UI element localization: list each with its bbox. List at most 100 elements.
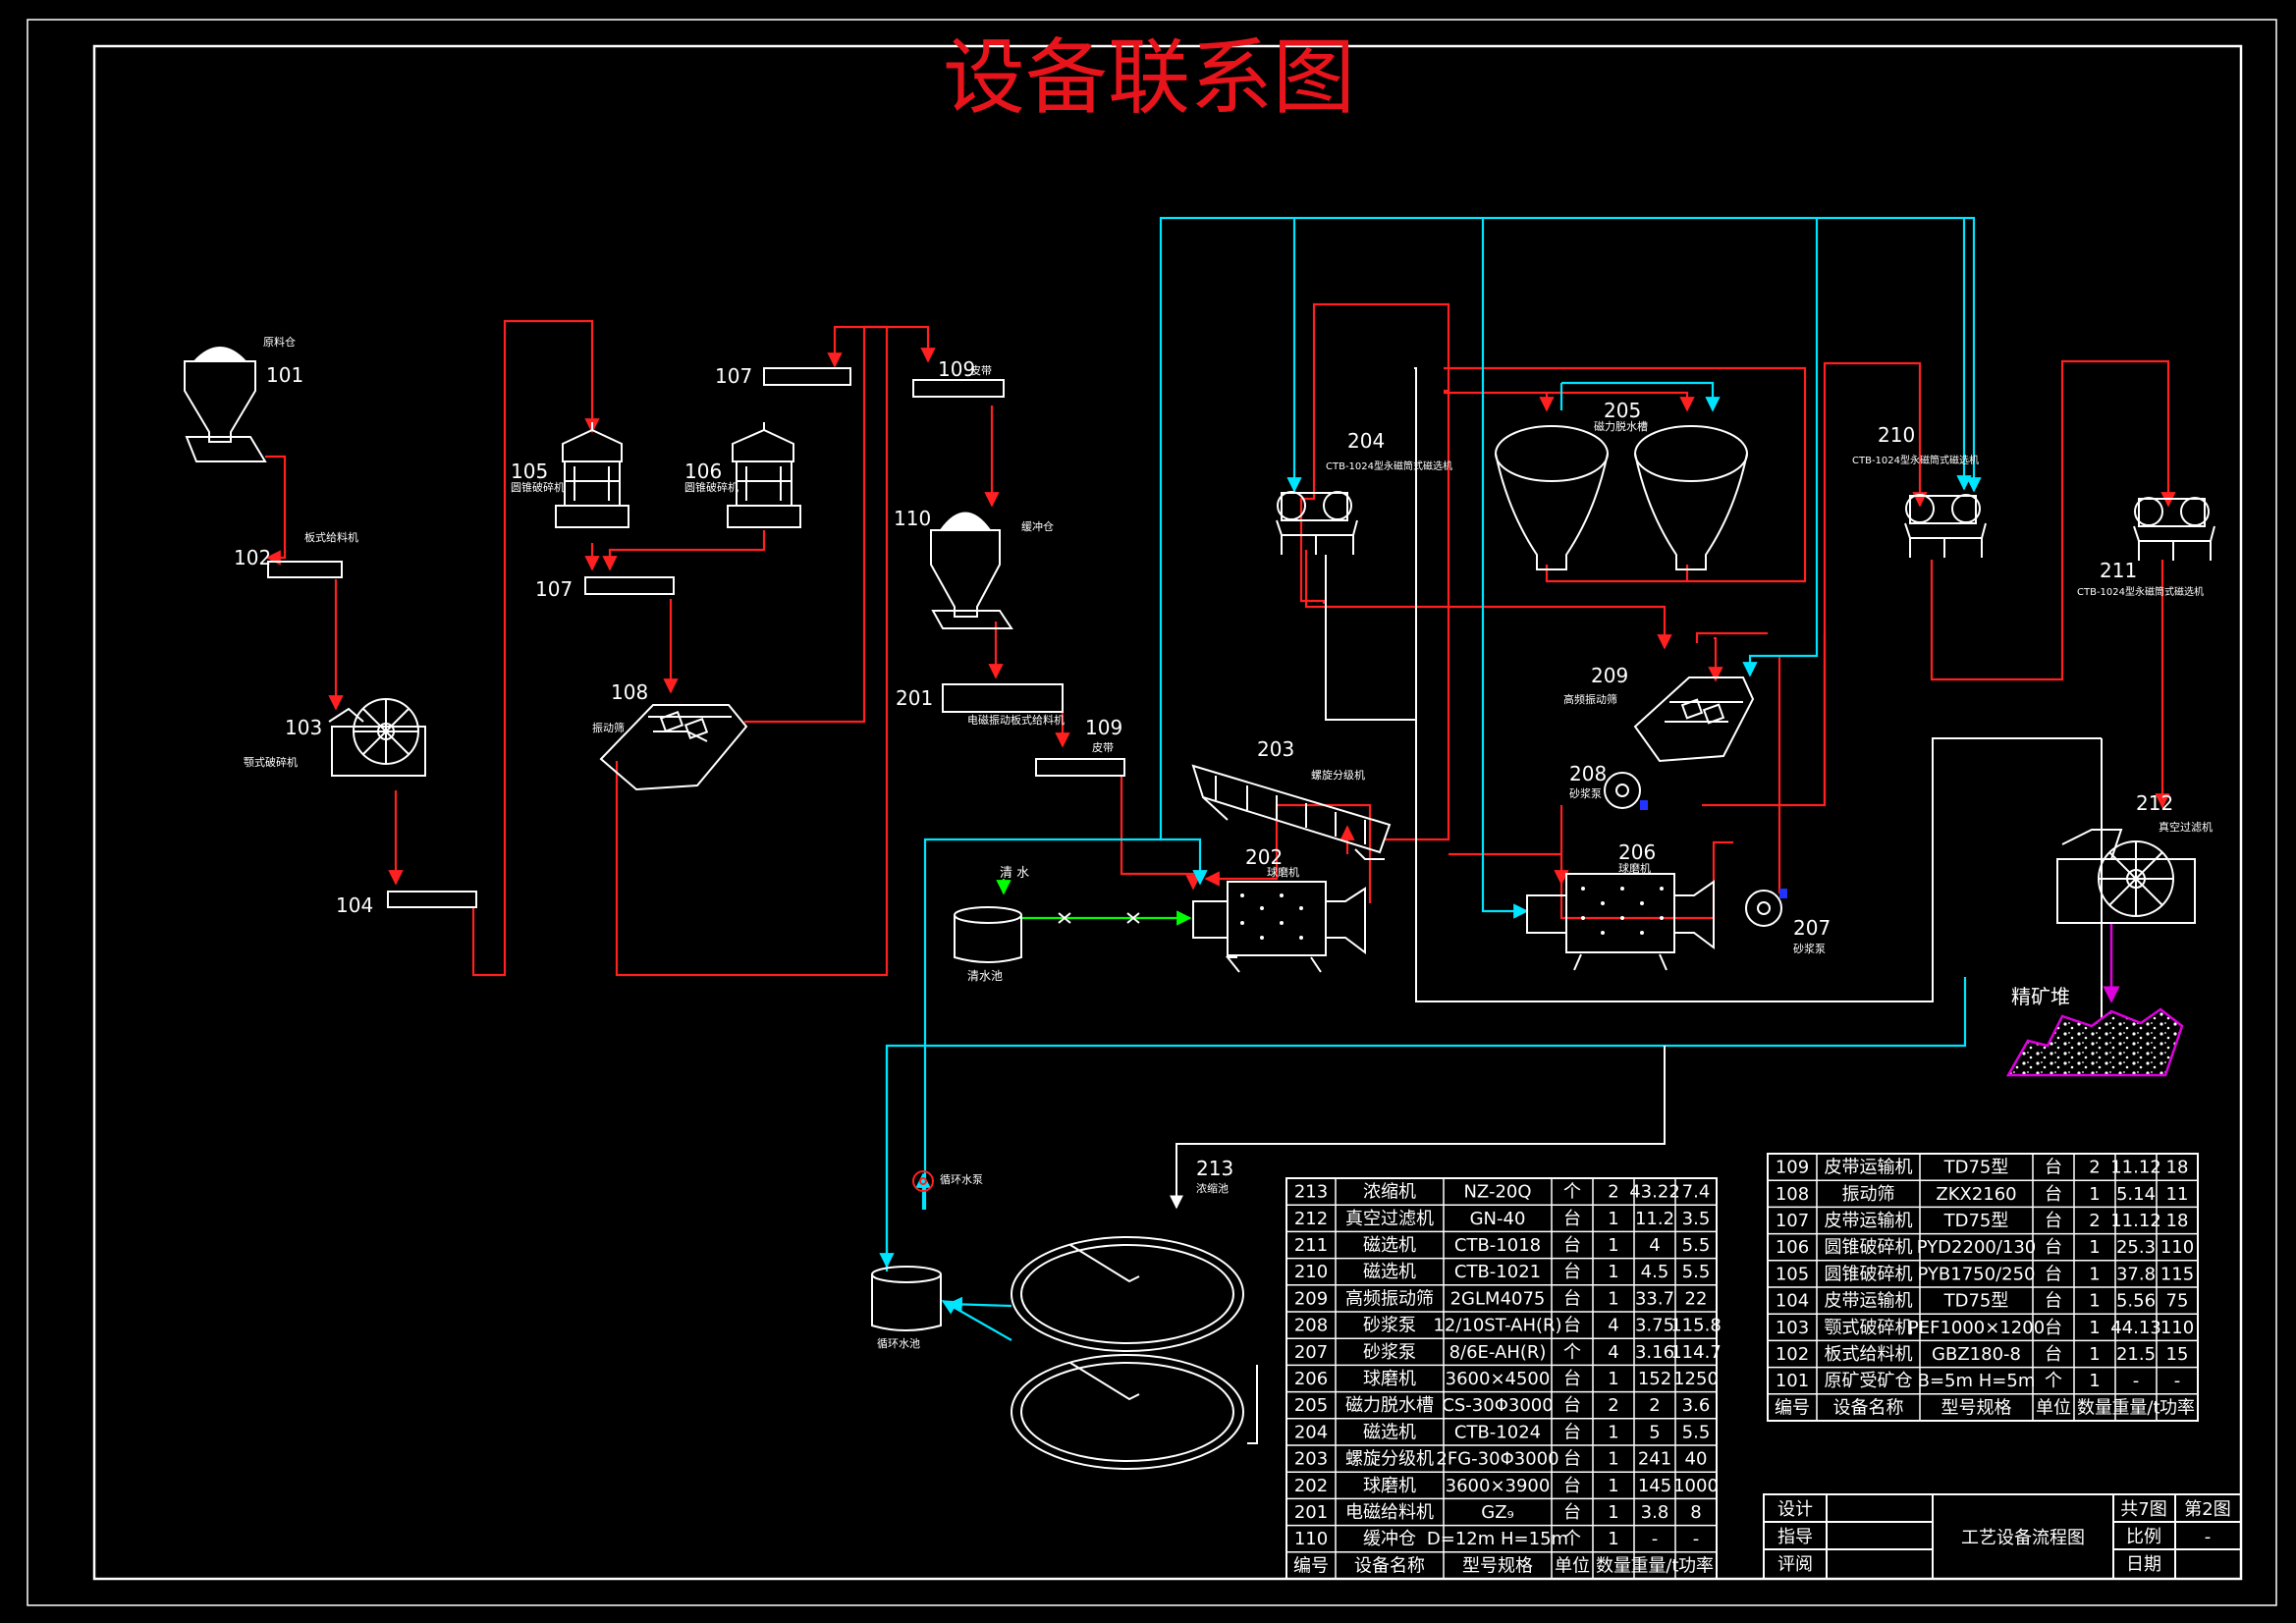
table-left-cell: 210: [1294, 1262, 1328, 1282]
flow-101-to-102: [265, 455, 287, 566]
table-right-cell: 1: [2089, 1291, 2100, 1312]
table-right-cell: 104: [1776, 1291, 1809, 1312]
table-right-cell: 振动筛: [1842, 1184, 1895, 1205]
valve-icon: [1058, 912, 1071, 924]
dewatering-tank-205a: [1495, 425, 1609, 570]
ball-mill-202: [1192, 881, 1366, 973]
tb-sheets: 共7图: [2120, 1499, 2166, 1520]
tb-date-label: 日期: [2126, 1554, 2161, 1575]
vibrating-screen-108: [599, 704, 748, 791]
table-right-cell: B=5m H=5m: [1918, 1371, 2036, 1391]
flow-209-sand: [1695, 631, 1768, 643]
feeder-201: [942, 683, 1064, 713]
table-left-cell: 202: [1294, 1476, 1328, 1496]
table-left-cell: CTB-1018: [1454, 1235, 1541, 1256]
table-right-cell: 18: [2166, 1211, 2189, 1231]
belt-109b: [1035, 758, 1125, 777]
table-right-cell: 1: [2089, 1344, 2100, 1365]
concentrate-pile: [2005, 1007, 2184, 1077]
inner-frame: [92, 44, 2243, 1581]
table-right-cell: 台: [2045, 1158, 2062, 1178]
table-left-cell: -: [1693, 1529, 1700, 1549]
table-right-header-cell: 编号: [1775, 1397, 1810, 1418]
line-213-return: [1247, 1365, 1258, 1444]
table-right-cell: 1: [2089, 1264, 2100, 1284]
water-to-202: [923, 838, 1208, 1210]
table-left-cell: 高频振动筛: [1345, 1288, 1434, 1309]
table-left-cell: 8: [1690, 1502, 1701, 1523]
table-right-cell: PYD2200/130: [1917, 1237, 2037, 1258]
label-204-name: CTB-1024型永磁筒式磁选机: [1326, 460, 1452, 472]
label-203-name: 螺旋分级机: [1311, 768, 1365, 782]
water-return-from-213: [941, 1300, 1012, 1341]
table-left-cell: 台: [1563, 1369, 1581, 1389]
table-left-cell: 3.75: [1635, 1316, 1674, 1336]
clear-water-pool: [954, 906, 1022, 963]
label-clear-pool: 清水池: [967, 969, 1003, 983]
table-left-cell: 1: [1608, 1422, 1618, 1442]
flow-209-to-210: [1823, 361, 1928, 803]
table-left-cell: 台: [1563, 1395, 1581, 1416]
table-left-cell: 磁选机: [1363, 1262, 1416, 1282]
table-left-cell: 11.2: [1635, 1209, 1674, 1229]
table-left-cell: 5: [1649, 1422, 1660, 1442]
flow-204-down: [1304, 550, 1672, 650]
label-102-name: 板式给料机: [304, 530, 358, 544]
flow-205-overflow: [1444, 389, 1547, 410]
table-left-cell: 电磁给料机: [1345, 1502, 1434, 1523]
table-left-cell: 152: [1638, 1369, 1671, 1389]
table-left-cell: 4: [1649, 1235, 1660, 1256]
table-left-cell: 1: [1608, 1288, 1618, 1309]
table-left-cell: CTB-1021: [1454, 1262, 1541, 1282]
table-left-header-cell: 单位: [1555, 1555, 1590, 1576]
table-left-cell: D=12m H=15m: [1427, 1529, 1568, 1549]
table-left-cell: CTB-1024: [1454, 1422, 1541, 1442]
table-right-cell: 107: [1776, 1211, 1809, 1231]
table-right-cell: 115: [2160, 1264, 2194, 1284]
label-109a-name: 皮带: [970, 364, 992, 377]
table-right-header-cell: 设备名称: [1833, 1397, 1904, 1418]
table-right-cell: 2: [2089, 1158, 2100, 1178]
table-right-cell: 5.14: [2116, 1184, 2156, 1205]
table-left-cell: 241: [1638, 1449, 1671, 1470]
cone-crusher-106: [727, 422, 801, 528]
table-right-cell: 皮带运输机: [1825, 1291, 1913, 1312]
table-right-cell: 台: [2045, 1318, 2062, 1338]
table-right-cell: 台: [2045, 1291, 2062, 1312]
table-left-cell: 110: [1294, 1529, 1328, 1549]
tb-guide: 指导: [1777, 1527, 1813, 1547]
slurry-pump-207: [1745, 889, 1787, 927]
table-right-cell: 原矿受矿仓: [1825, 1371, 1913, 1391]
table-right-cell: TD75型: [1943, 1158, 2009, 1178]
buffer-bin-110: [930, 512, 1013, 629]
table-left-cell: 缓冲仓: [1363, 1529, 1416, 1549]
water-to-209: [1742, 218, 1819, 677]
label-circ-pump: 循环水泵: [940, 1173, 983, 1186]
table-left-cell: 3.16: [1635, 1342, 1674, 1363]
label-109b-num: 109: [1085, 716, 1122, 739]
table-left-cell: 1250: [1673, 1369, 1719, 1389]
table-right-cell: 103: [1776, 1318, 1809, 1338]
table-left-cell: 114.7: [1670, 1342, 1722, 1363]
hf-screen-209: [1633, 676, 1755, 763]
label-210-num: 210: [1878, 423, 1915, 447]
table-left-cell: 台: [1563, 1502, 1581, 1523]
table-right-cell: 21.5: [2116, 1344, 2156, 1365]
label-207-name: 砂浆泵: [1793, 942, 1826, 955]
label-110-num: 110: [894, 507, 931, 530]
table-left-cell: 33.7: [1635, 1288, 1674, 1309]
table-left-cell: 台: [1563, 1449, 1581, 1470]
flow-205-underflow: [1444, 366, 1807, 583]
tb-design: 设计: [1777, 1499, 1813, 1520]
ball-mill-206: [1526, 873, 1715, 971]
table-left-cell: 205: [1294, 1395, 1328, 1416]
label-105-num: 105: [511, 460, 548, 483]
label-208-num: 208: [1569, 762, 1607, 785]
table-left-header-cell: 编号: [1293, 1555, 1329, 1576]
table-right-cell: 37.8: [2116, 1264, 2156, 1284]
flow-202-to-203: [1204, 803, 1372, 903]
table-left-cell: 12/10ST-AH(R): [1433, 1316, 1561, 1336]
table-right-header-cell: 数量: [2077, 1397, 2112, 1418]
table-right-cell: ZKX2160: [1936, 1184, 2016, 1205]
table-right-cell: 台: [2045, 1237, 2062, 1258]
